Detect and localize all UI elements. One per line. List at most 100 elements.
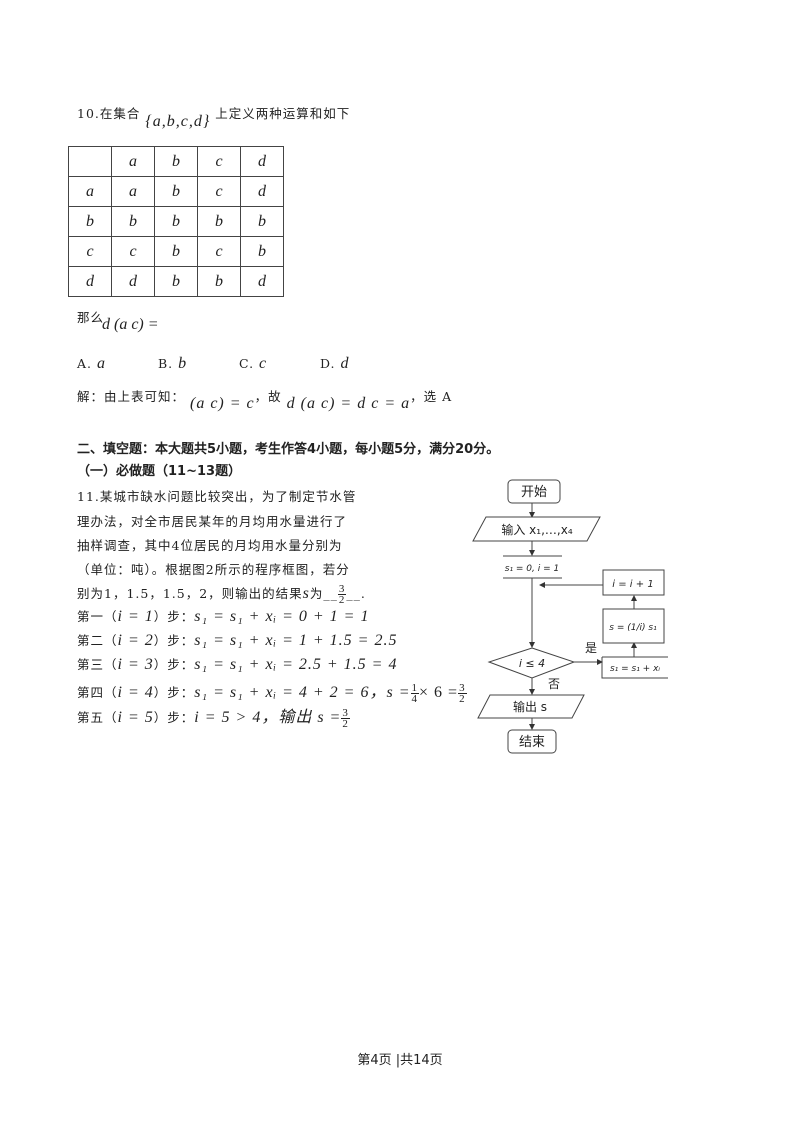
option-b: B. b [157, 355, 188, 372]
solution-step: 第四（i = 4）步：s₁ = s₁ + xᵢ = 4 + 2 = 6，s =1… [77, 678, 467, 705]
section-heading: 二、填空题：本大题共5小题，考生作答4小题，每小题5分，满分20分。 [77, 442, 500, 457]
step-part: × 6 = [419, 684, 459, 701]
step-part: ）步： [153, 633, 195, 648]
accumulate-label: s₁ = s₁ + xᵢ [610, 664, 660, 674]
step-part: i = 1 [117, 608, 154, 625]
step-part: 4 [411, 693, 419, 705]
step-part: 第一（ [77, 609, 118, 624]
increment-label: i = i + 1 [612, 579, 653, 590]
step-part: 3 [341, 707, 350, 719]
q11-line: （单位：吨）。根据图2所示的程序框图，若分 [77, 562, 350, 577]
start-label: 开始 [521, 485, 547, 500]
table-cell: b [240, 236, 284, 267]
step-part: i = 2 [117, 632, 154, 649]
table-cell: c [197, 236, 241, 267]
options: A. a B. b C. c D. d [77, 355, 396, 373]
step-part: i = 5 [117, 709, 154, 726]
step-part: 第三（ [77, 657, 118, 672]
step-part: s₁ = s₁ + xᵢ = 4 + 2 = 6 [194, 684, 370, 701]
table-cell: d [240, 266, 284, 297]
yes-label: 是 [585, 641, 597, 655]
q11-line: 11.某城市缺水问题比较突出，为了制定节水管 [77, 489, 357, 504]
end-label: 结束 [519, 735, 545, 750]
table-cell: b [154, 236, 198, 267]
output-label: 输出 s [513, 699, 547, 714]
solution-step: 第一（i = 1）步：s₁ = s₁ + xᵢ = 0 + 1 = 1 [77, 606, 369, 626]
section-subheading: （一）必做题（11~13题） [77, 464, 242, 479]
solution-step: 第三（i = 3）步：s₁ = s₁ + xᵢ = 2.5 + 1.5 = 4 [77, 654, 397, 674]
step-part: 1 [410, 682, 420, 694]
table-cell: d [240, 146, 284, 177]
step-part: 第二（ [77, 633, 118, 648]
solution-expr1: (a c) = c [190, 395, 255, 412]
input-box [472, 516, 601, 542]
increment-box [602, 569, 665, 596]
q11-line: 理办法，对全市居民某年的月均用水量进行了 [77, 514, 348, 529]
step-part: 2 [342, 718, 349, 730]
step-part: i = 5 > 4 [194, 709, 262, 726]
step-part: ，s = [369, 684, 411, 701]
end-box [507, 729, 557, 754]
solution-mid: ，故 [254, 389, 282, 404]
start-box [507, 479, 561, 504]
q11-line: 抽样调查，其中4位居民的月均用水量分别为 [77, 538, 343, 553]
step-part: ）步： [153, 685, 195, 700]
input-label: 输入 x₁,…,x₄ [501, 522, 572, 537]
solution-prefix: 解：由上表可知： [77, 389, 186, 404]
solution-expr2: d (a c) = d c = a [286, 395, 411, 412]
step-part: ，输出 s = [261, 709, 342, 726]
then-label: 那么 [77, 310, 105, 325]
table-cell: b [154, 266, 198, 297]
table-cell: c [197, 176, 241, 207]
step-part: 第五（ [77, 710, 118, 725]
average-label: s = (1/i) s₁ [609, 623, 657, 633]
step-part: 第四（ [77, 685, 118, 700]
init-label: s₁ = 0, i = 1 [505, 564, 560, 574]
step-part: 3 [458, 682, 467, 694]
step-part: i = 4 [117, 684, 154, 701]
q10-stem-suffix: 上定义两种运算和如下 [215, 106, 351, 121]
q10-stem: 10.在集合 {a,b,c,d} 上定义两种运算和如下 [77, 103, 351, 130]
condition-label: i ≤ 4 [519, 657, 545, 670]
table-cell: c [68, 236, 112, 267]
table-cell: c [111, 236, 155, 267]
step-part: s₁ = s₁ + xᵢ = 0 + 1 = 1 [194, 608, 370, 625]
step-part: 2 [459, 693, 466, 705]
step-part: ）步： [153, 609, 195, 624]
page-footer: 第4页 |共14页 [357, 1053, 443, 1068]
question-expression: d (a c) = [102, 316, 159, 333]
option-d: D. d [319, 355, 350, 372]
table-cell: d [68, 266, 112, 297]
solution-suffix: ，选 A [410, 389, 453, 404]
step-part: s₁ = s₁ + xᵢ = 2.5 + 1.5 = 4 [194, 656, 398, 673]
table-cell: b [240, 206, 284, 237]
average-box [602, 608, 665, 644]
flowchart: 开始 输入 x₁,…,x₄ s₁ = 0, i = 1 i ≤ 4 是 否 s₁… [472, 479, 668, 754]
q10-set: {a,b,c,d} [145, 113, 211, 130]
q10-stem-prefix: 10.在集合 [77, 106, 141, 121]
step-part: i = 3 [117, 656, 154, 673]
table-cell: c [197, 146, 241, 177]
solution-step: 第二（i = 2）步：s₁ = s₁ + xᵢ = 1 + 1.5 = 2.5 [77, 630, 397, 650]
no-label: 否 [548, 677, 560, 691]
step-part: ）步： [153, 657, 195, 672]
option-a: A. a [77, 355, 106, 372]
option-c: C. c [238, 355, 268, 372]
output-box [477, 694, 585, 719]
q10-solution: 解：由上表可知： (a c) = c，故 d (a c) = d c = a，选… [77, 386, 453, 412]
step-part: s₁ = s₁ + xᵢ = 1 + 1.5 = 2.5 [194, 632, 398, 649]
step-part: ）步： [153, 710, 195, 725]
table-cell: b [111, 206, 155, 237]
